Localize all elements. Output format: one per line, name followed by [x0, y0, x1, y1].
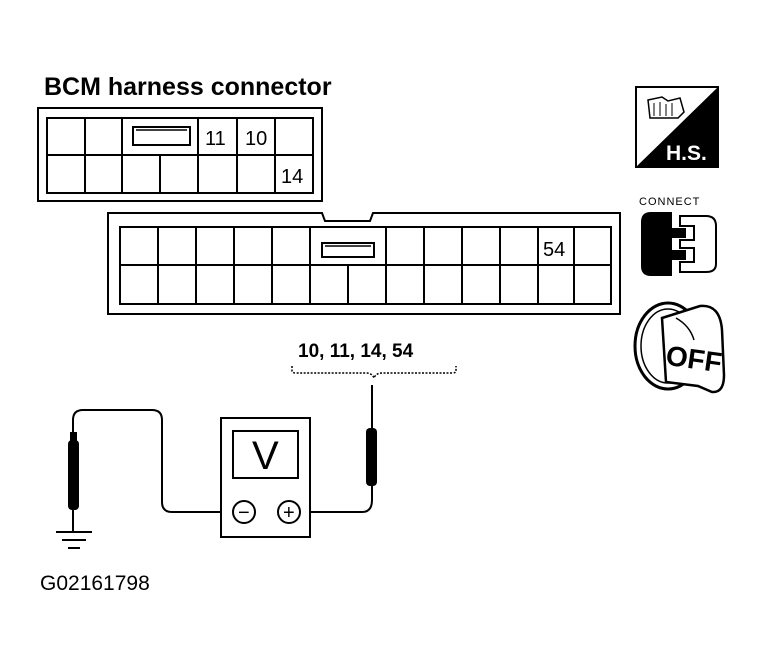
- harness-side-icon: H.S.: [635, 86, 719, 168]
- pin-label-14: 14: [281, 166, 303, 188]
- positive-lead: [300, 486, 373, 513]
- connector-title: BCM harness connector: [44, 73, 332, 101]
- small-connector: 11 10 14: [37, 107, 323, 202]
- large-connector: 54: [107, 212, 621, 315]
- positive-symbol: +: [283, 502, 295, 524]
- positive-probe: [366, 385, 377, 486]
- negative-symbol: −: [238, 502, 250, 524]
- connect-icon: CONNECT: [639, 196, 717, 276]
- ignition-label: OFF: [664, 340, 724, 378]
- connect-label: CONNECT: [639, 196, 700, 208]
- harness-side-label: H.S.: [666, 142, 707, 165]
- pin-label-54: 54: [543, 239, 565, 261]
- positive-terminal: [277, 500, 301, 524]
- ignition-off-icon: OFF: [633, 301, 726, 394]
- voltmeter: V − +: [220, 417, 311, 538]
- pin-label-11: 11: [205, 128, 226, 150]
- figure-code: G02161798: [40, 572, 150, 595]
- meter-display-label: V: [252, 434, 279, 478]
- probe-pin-list: 10, 11, 14, 54: [298, 341, 414, 362]
- ground-symbol: [56, 518, 92, 549]
- negative-terminal: [232, 500, 256, 524]
- negative-lead: [72, 409, 232, 513]
- meter-display: [232, 430, 299, 479]
- pin-label-10: 10: [245, 128, 267, 150]
- pin-brace: [291, 366, 457, 381]
- negative-probe: [68, 432, 79, 518]
